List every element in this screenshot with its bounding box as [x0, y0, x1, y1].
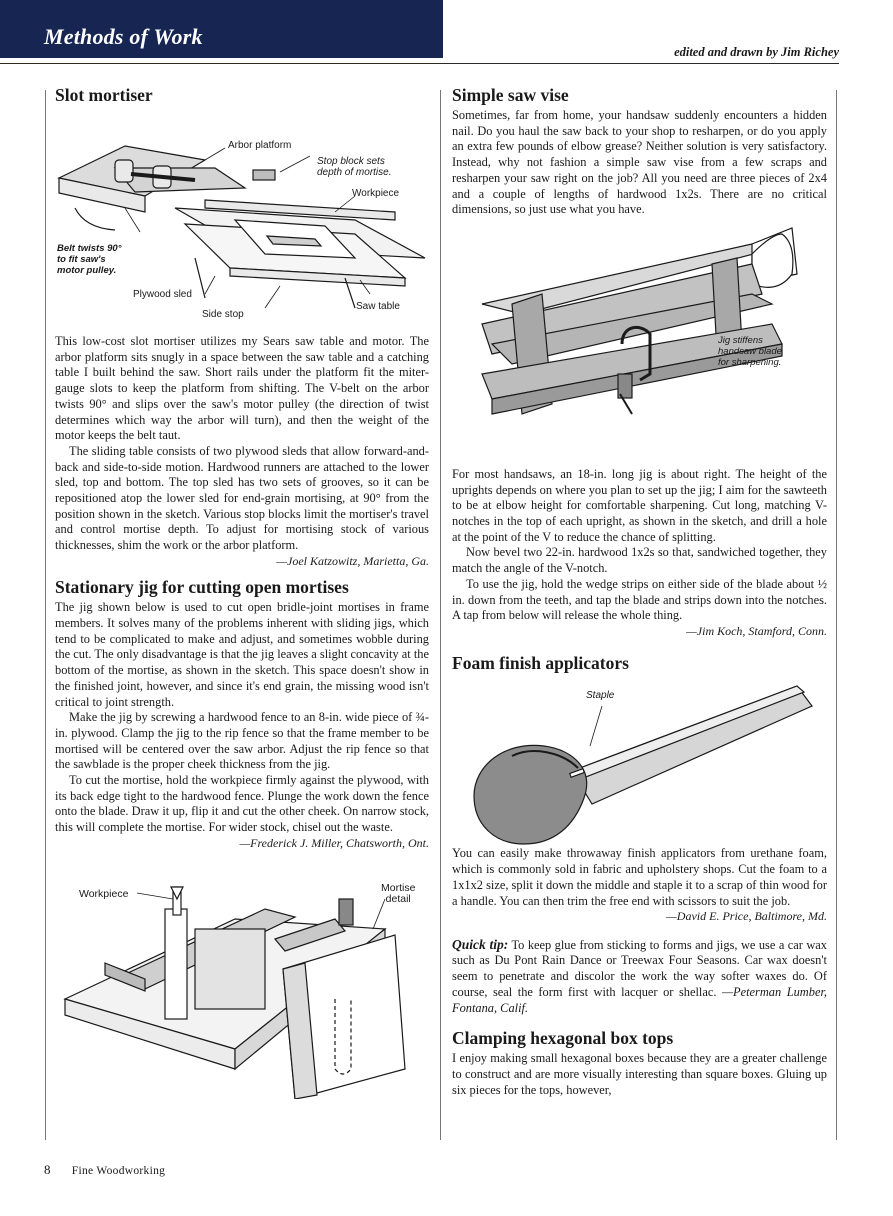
saw-vise-paragraph-2: For most handsaws, an 18-in. long jig is… — [452, 466, 827, 544]
saw-vise-drawing — [481, 227, 798, 415]
label-jig-stiffens: Jig stiffens handsaw blade for sharpenin… — [718, 334, 782, 368]
left-column-rule — [45, 90, 46, 1140]
quick-tip-lead: Quick tip: — [452, 936, 509, 952]
label-side-stop: Side stop — [202, 309, 244, 320]
saw-vise-paragraph-3: Now bevel two 22-in. hardwood 1x2s so th… — [452, 545, 827, 576]
byline: edited and drawn by Jim Richey — [674, 45, 839, 59]
slot-mortiser-paragraph-1: This low-cost slot mortiser utilizes my … — [55, 334, 429, 443]
header-rule — [0, 63, 839, 64]
foam-figure: Staple — [452, 676, 827, 846]
slot-mortiser-credit: —Joel Katzowitz, Marietta, Ga. — [276, 553, 429, 568]
slot-mortiser-title: Slot mortiser — [55, 85, 153, 105]
slot-mortiser-drawing — [57, 145, 426, 309]
label-arbor-platform: Arbor platform — [228, 140, 292, 151]
foam-paragraph-1: You can easily make throwaway finish app… — [452, 846, 827, 908]
label-belt: Belt twists 90° to fit saw's motor pulle… — [57, 243, 122, 276]
foam-applicator-drawing — [473, 685, 813, 846]
left-column: Slot mortiser — [55, 82, 429, 1100]
quick-tip-text: To keep glue from sticking to forms and … — [452, 937, 827, 999]
stationary-jig-figure: Workpiece Mortise detail — [55, 859, 429, 1100]
section-banner: Methods of Work — [0, 0, 443, 58]
label-saw-table: Saw table — [356, 301, 400, 312]
label-workpiece-jig: Workpiece — [79, 888, 129, 901]
label-plywood-sled: Plywood sled — [133, 289, 192, 300]
label-staple: Staple — [586, 690, 615, 702]
saw-vise-credit: —Jim Koch, Stamford, Conn. — [686, 623, 827, 638]
saw-vise-figure: Jig stiffens handsaw blade for sharpenin… — [452, 224, 827, 459]
quick-tip-credit: —Peterman Lumber, Fontana, Calif. — [452, 984, 827, 1015]
stationary-jig-drawing — [63, 886, 406, 1100]
quick-tip: Quick tip: To keep glue from sticking to… — [452, 937, 827, 1017]
right-column: Simple saw vise Sometimes, far from home… — [452, 82, 827, 1098]
label-mortise-detail: Mortise detail — [381, 882, 416, 906]
saw-vise-paragraph-1: Sometimes, far from home, your handsaw s… — [452, 108, 827, 217]
label-workpiece-top: Workpiece — [352, 188, 400, 199]
page-footer: 8 Fine Woodworking — [44, 1162, 165, 1178]
foam-title: Foam finish applicators — [452, 653, 629, 674]
hexagonal-paragraph-1: I enjoy making small hexagonal boxes bec… — [452, 1051, 827, 1097]
hexagonal-title: Clamping hexagonal box tops — [452, 1028, 674, 1049]
foam-credit: —David E. Price, Baltimore, Md. — [666, 909, 827, 924]
label-stop-block: Stop block sets depth of mortise. — [317, 156, 392, 178]
stationary-jig-paragraph-1: The jig shown below is used to cut open … — [55, 600, 429, 709]
right-column-rule — [836, 90, 837, 1140]
slot-mortiser-figure: Arbor platform Stop block sets depth of … — [55, 108, 429, 320]
stationary-jig-paragraph-2: Make the jig by screwing a hardwood fenc… — [55, 710, 429, 772]
magazine-name: Fine Woodworking — [71, 1165, 166, 1177]
stationary-jig-credit: —Frederick J. Miller, Chatsworth, Ont. — [239, 835, 429, 850]
saw-vise-title: Simple saw vise — [452, 85, 569, 105]
page-number: 8 — [44, 1162, 51, 1177]
stationary-jig-paragraph-3: To cut the mortise, hold the workpiece f… — [55, 773, 429, 835]
stationary-jig-title: Stationary jig for cutting open mortises — [55, 577, 349, 598]
center-column-rule — [440, 90, 441, 1140]
slot-mortiser-paragraph-2: The sliding table consists of two plywoo… — [55, 443, 429, 553]
section-title: Methods of Work — [44, 24, 203, 49]
saw-vise-paragraph-4: To use the jig, hold the wedge strips on… — [452, 576, 827, 623]
